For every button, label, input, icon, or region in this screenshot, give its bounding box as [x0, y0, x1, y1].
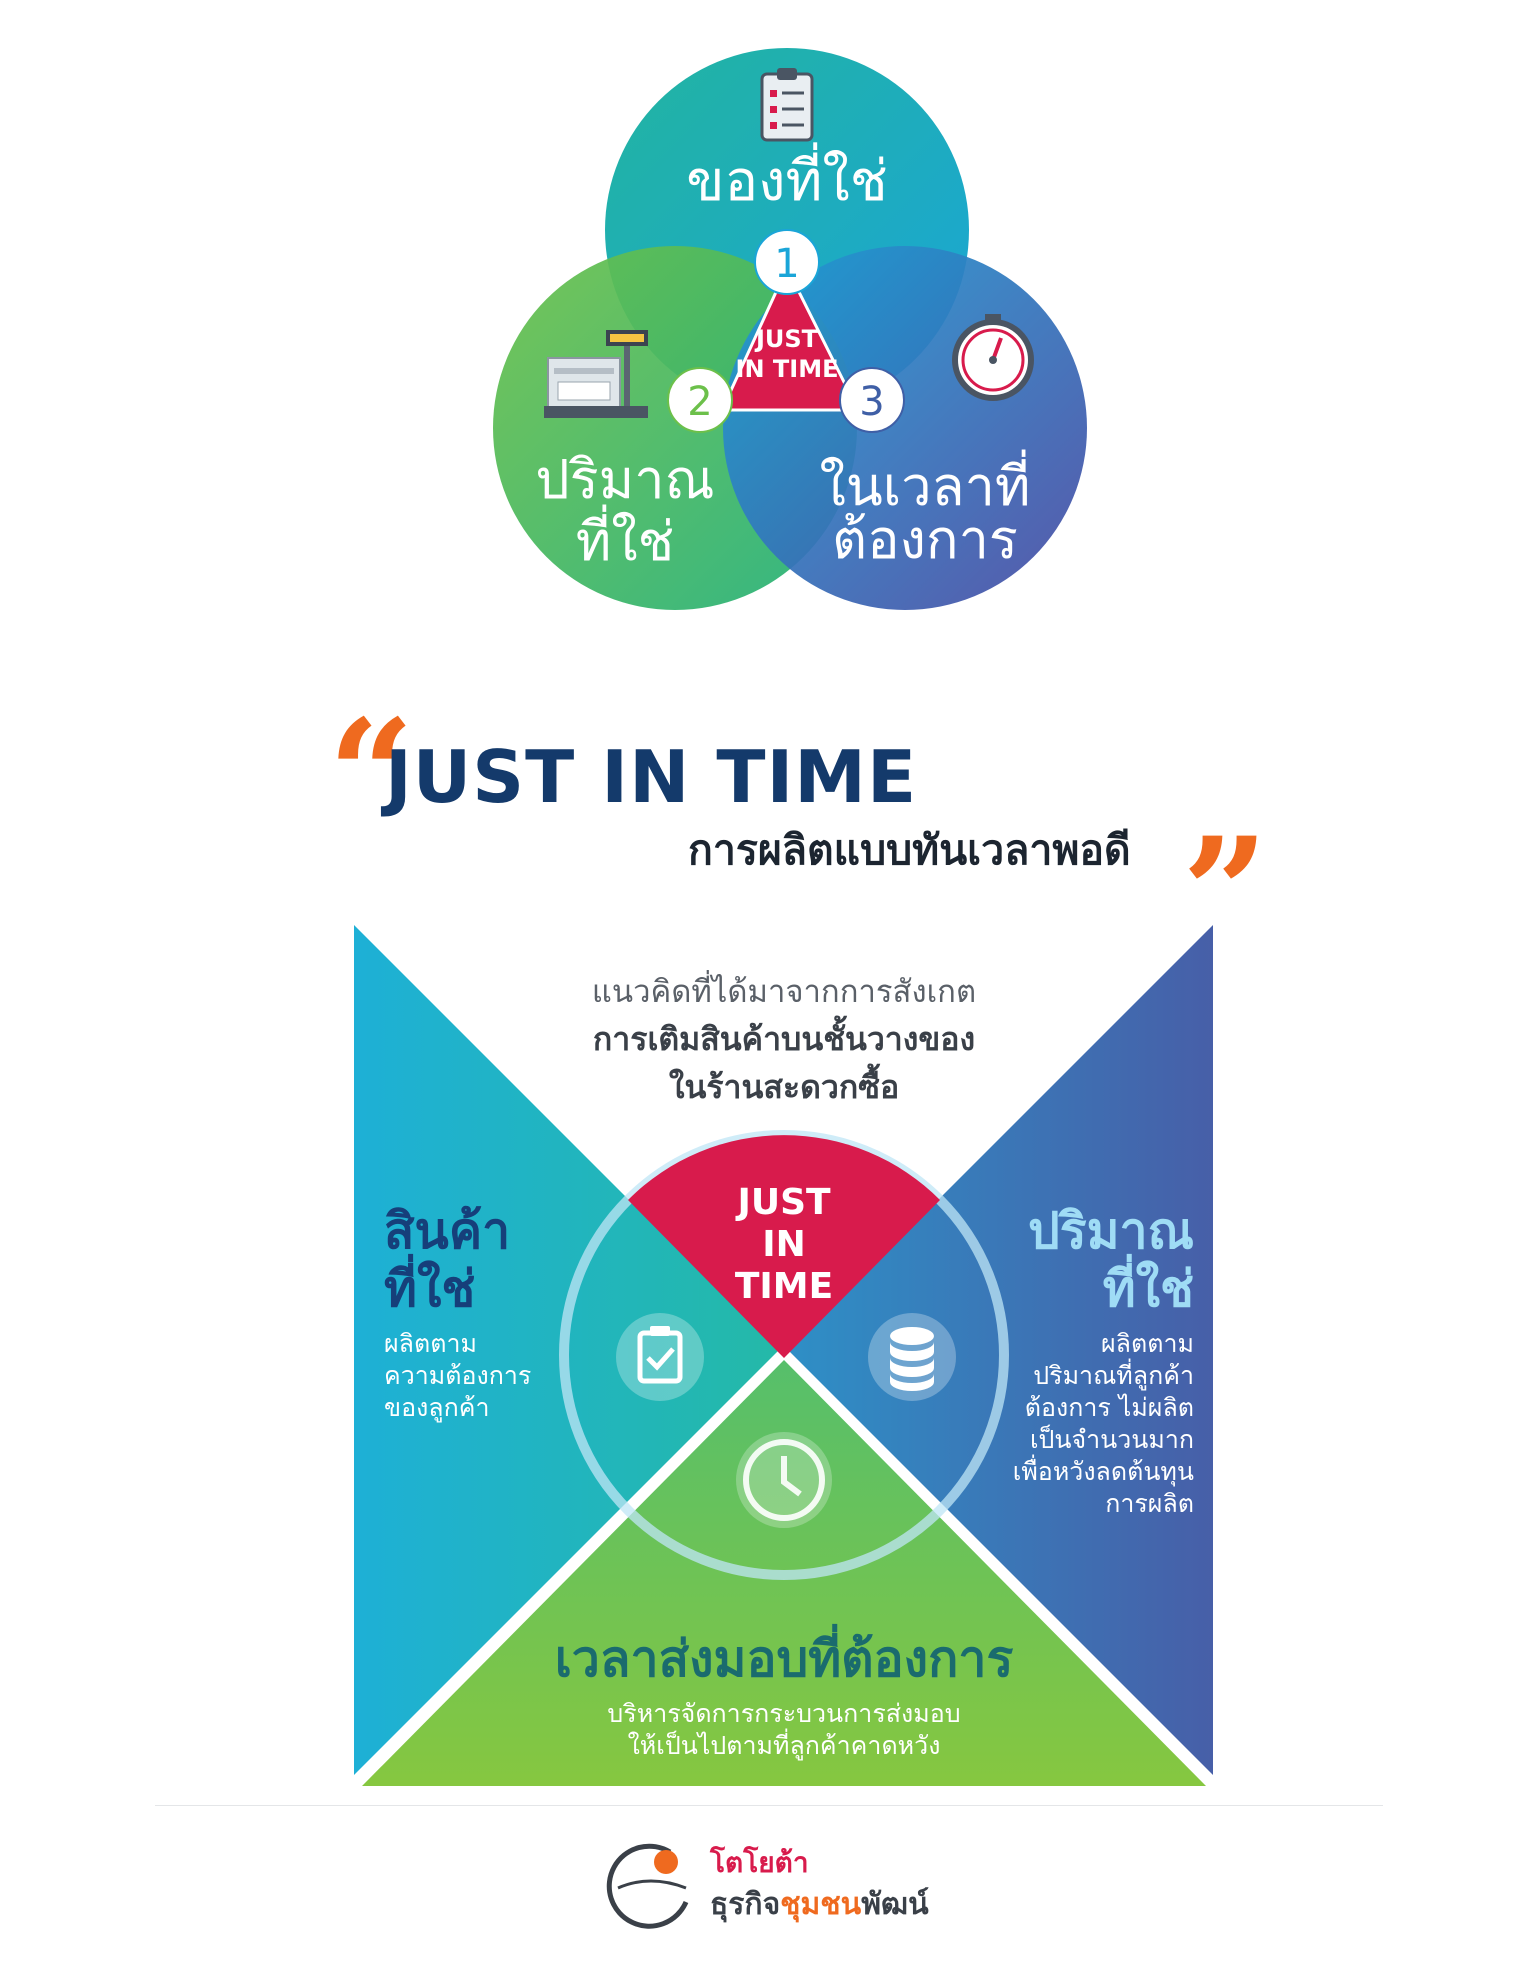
venn-right-label-1: ในเวลาที่: [819, 449, 1030, 518]
svg-text:3: 3: [859, 379, 884, 425]
panel-ring: [559, 1130, 1009, 1580]
panel-left-title-1: สินค้า: [384, 1202, 510, 1260]
panel-right-desc-6: การผลิต: [1105, 1489, 1194, 1518]
panel-bottom-desc-1: บริหารจัดการกระบวนการส่งมอบ: [607, 1699, 960, 1728]
venn-left-label-2: ที่ใช่: [576, 504, 675, 573]
panel-left-title-2: ที่ใช่: [384, 1254, 475, 1318]
logo-line-1: โตโยต้า: [709, 1845, 809, 1879]
footer-divider: [155, 1805, 1383, 1806]
venn-diagram: JUST IN TIME 1 2 3 ของที่ใช่ ปริมาณ ท: [493, 48, 1087, 610]
logo-line-2b: ชุมชน: [780, 1887, 861, 1923]
logo-line-2a: ธุรกิจ: [710, 1887, 780, 1923]
panel-left-desc-1: ผลิตตาม: [384, 1329, 477, 1358]
panel-bottom-desc-2: ให้เป็นไปตามที่ลูกค้าคาดหวัง: [628, 1728, 941, 1761]
toyota-logo: โตโยต้า ธุรกิจชุมชนพัฒน์: [606, 1843, 929, 1929]
panel-intro-2: การเติมสินค้าบนชั้นวางของ: [593, 1015, 975, 1058]
panel-right-desc-2: ปริมาณที่ลูกค้า: [1033, 1358, 1194, 1391]
venn-badge-2: 2: [667, 367, 733, 433]
clipboard-check-icon: [616, 1313, 704, 1401]
venn-left-label-1: ปริมาณ: [535, 448, 714, 511]
clipboard-checklist-icon: [760, 68, 814, 142]
venn-center-text-1: JUST: [754, 325, 819, 353]
panel-right-desc-1: ผลิตตาม: [1101, 1329, 1194, 1358]
venn-badge-3: 3: [839, 367, 905, 433]
main-title: JUST IN TIME: [385, 735, 918, 819]
panel-bottom-title: เวลาส่งมอบที่ต้องการ: [555, 1624, 1014, 1688]
jit-panel: JUST IN TIME แนวคิดที่ได้มาจากการสังเกต …: [354, 925, 1213, 1786]
svg-text:2: 2: [687, 379, 712, 425]
stopwatch-icon: [952, 314, 1034, 401]
clock-icon: [736, 1432, 832, 1528]
panel-right-title-2: ที่ใช่: [1103, 1254, 1194, 1318]
panel-center-text-1: JUST: [734, 1182, 831, 1223]
main-subtitle: การผลิตแบบทันเวลาพอดี: [688, 826, 1131, 874]
panel-center-text-3: TIME: [735, 1266, 833, 1307]
panel-center-wedge: [628, 1135, 940, 1358]
panel-intro-3: ในร้านสะดวกซื้อ: [669, 1063, 899, 1106]
panel-intro-1: แนวคิดที่ได้มาจากการสังเกต: [592, 970, 976, 1010]
weighing-scale-icon: [544, 330, 648, 418]
panel-center-text-2: IN: [762, 1224, 806, 1265]
svg-text:1: 1: [774, 241, 799, 287]
venn-center-text-2: IN TIME: [736, 355, 839, 383]
open-quote-mark: “: [328, 687, 415, 863]
panel-right-title-1: ปริมาณ: [1028, 1202, 1194, 1260]
panel-left-desc-3: ของลูกค้า: [384, 1393, 490, 1423]
logo-emblem-icon: [606, 1843, 689, 1929]
venn-right-label-2: ต้องการ: [832, 508, 1018, 571]
database-stack-icon: [868, 1313, 956, 1401]
logo-line-2: ธุรกิจชุมชนพัฒน์: [710, 1887, 929, 1923]
panel-right-desc-5: เพื่อหวังลดต้นทุน: [1013, 1454, 1194, 1487]
venn-badge-1: 1: [754, 229, 820, 295]
panel-left-desc-2: ความต้องการ: [384, 1361, 531, 1390]
logo-line-2c: พัฒน์: [861, 1887, 929, 1922]
venn-center-triangle: [719, 264, 861, 412]
venn-top-label: ของที่ใช่: [686, 142, 888, 214]
panel-right-desc-4: เป็นจำนวนมาก: [1030, 1424, 1194, 1454]
panel-right-desc-3: ต้องการ ไม่ผลิต: [1025, 1393, 1194, 1422]
